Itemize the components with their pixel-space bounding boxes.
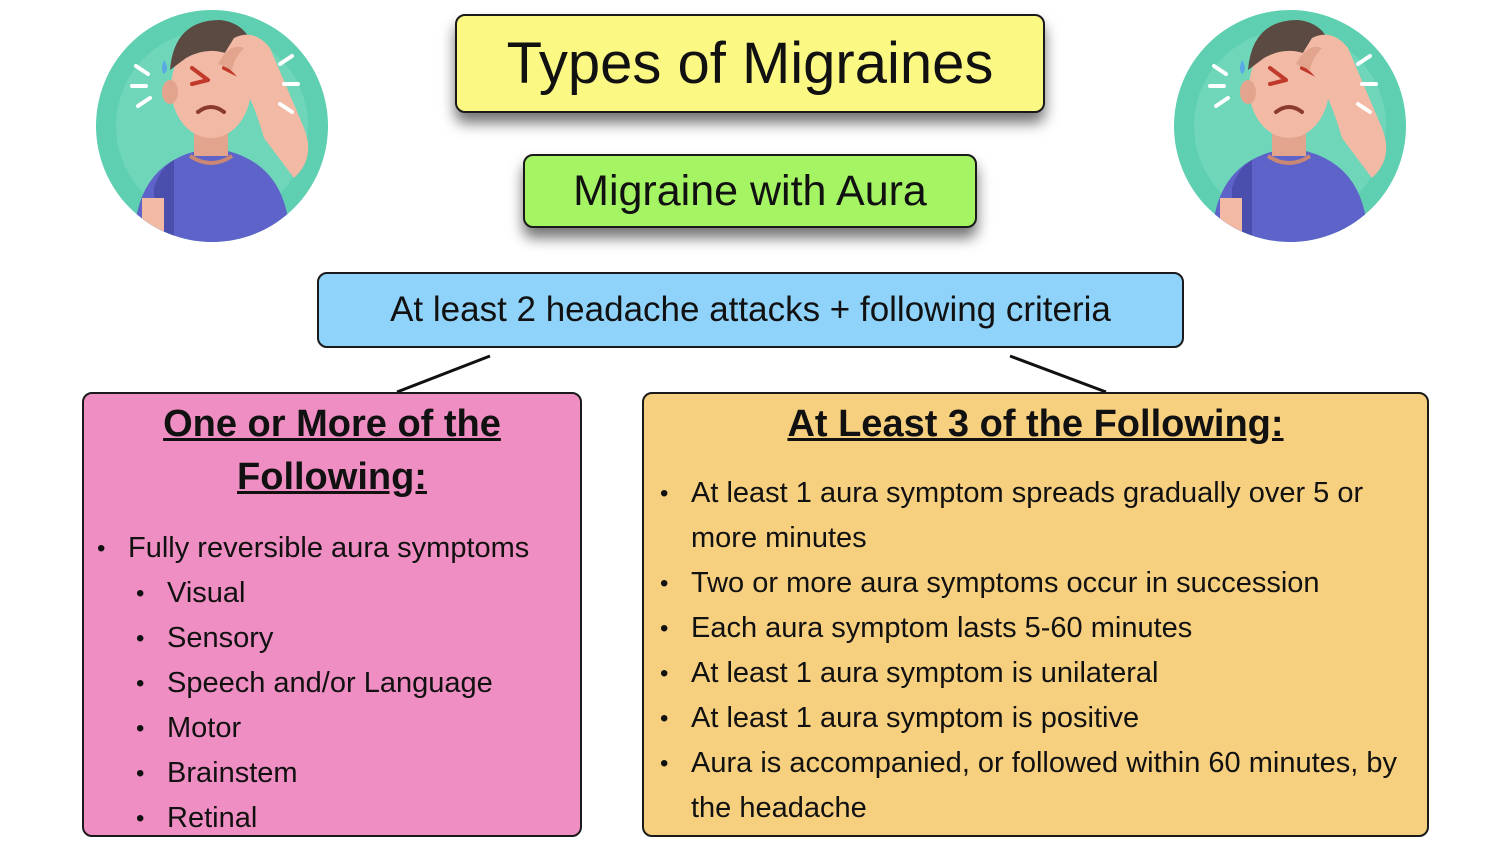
right-panel-list: At least 1 aura symptom spreads graduall…: [644, 471, 1427, 831]
connector-left: [396, 354, 491, 394]
list-item: Motor: [84, 706, 580, 751]
criteria-text: At least 2 headache attacks + following …: [390, 290, 1111, 329]
title-box: Types of Migraines: [455, 14, 1045, 113]
list-item: Fully reversible aura symptoms: [84, 526, 580, 571]
right-panel: At Least 3 of the Following: At least 1 …: [642, 392, 1429, 837]
list-item: Brainstem: [84, 751, 580, 796]
headache-person-icon: [96, 10, 328, 242]
list-item: Speech and/or Language: [84, 661, 580, 706]
connector-right: [1009, 354, 1107, 394]
left-panel: One or More of the Following: Fully reve…: [82, 392, 582, 841]
criteria-box: At least 2 headache attacks + following …: [317, 272, 1184, 348]
headache-person-icon: [1174, 10, 1406, 242]
list-item: At least 1 aura symptom is positive: [644, 696, 1427, 741]
subtitle-box: Migraine with Aura: [523, 154, 977, 228]
list-item: Retinal: [84, 796, 580, 841]
list-item: At least 1 aura symptom spreads graduall…: [644, 471, 1427, 561]
left-panel-heading: One or More of the Following:: [163, 403, 501, 498]
subtitle: Migraine with Aura: [573, 166, 927, 215]
left-panel-list: Fully reversible aura symptoms Visual Se…: [84, 526, 580, 841]
list-item: Aura is accompanied, or followed within …: [644, 741, 1427, 831]
list-item: Visual: [84, 571, 580, 616]
right-panel-heading: At Least 3 of the Following:: [787, 403, 1284, 445]
list-item: Each aura symptom lasts 5-60 minutes: [644, 606, 1427, 651]
list-item: Sensory: [84, 616, 580, 661]
list-item: At least 1 aura symptom is unilateral: [644, 651, 1427, 696]
list-item: Two or more aura symptoms occur in succe…: [644, 561, 1427, 606]
page-title: Types of Migraines: [506, 31, 994, 96]
